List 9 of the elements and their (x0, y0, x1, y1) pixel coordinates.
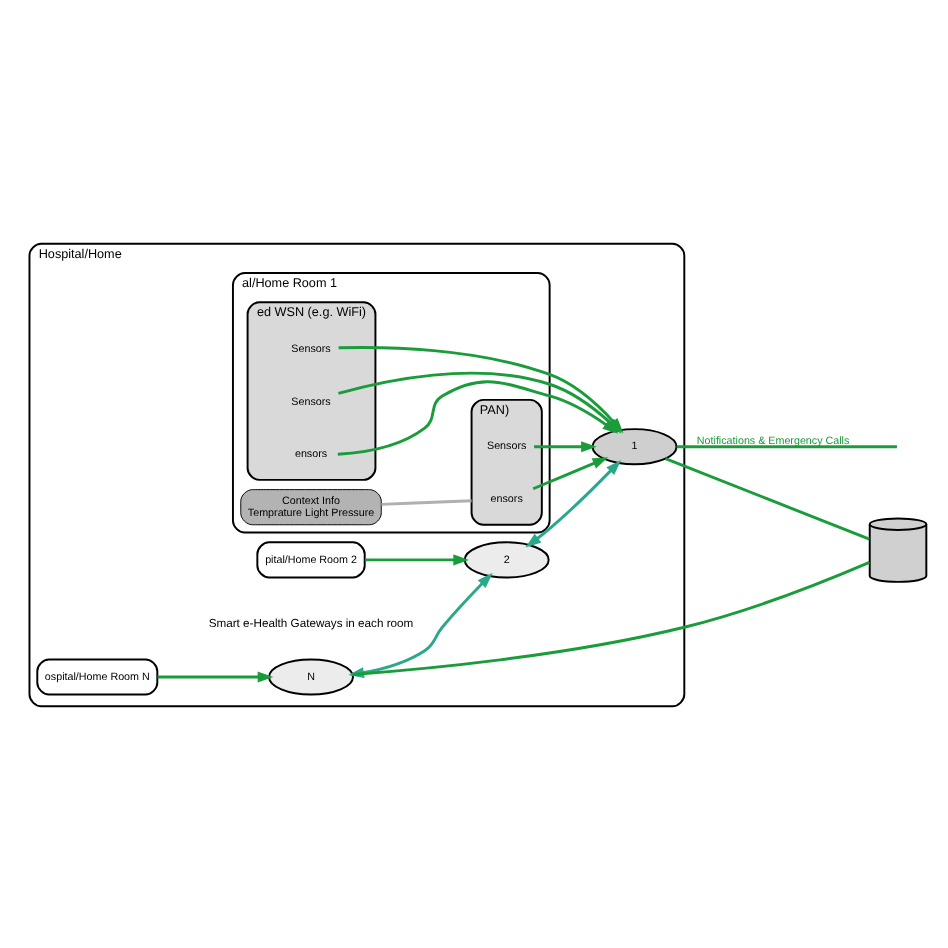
connector (352, 560, 870, 675)
arrow (534, 440, 597, 452)
connector (664, 456, 870, 540)
arrow (157, 670, 274, 682)
arrow (364, 553, 469, 565)
arrow (525, 458, 622, 547)
connector (381, 498, 472, 505)
connector (676, 444, 897, 448)
arrow (532, 456, 609, 490)
